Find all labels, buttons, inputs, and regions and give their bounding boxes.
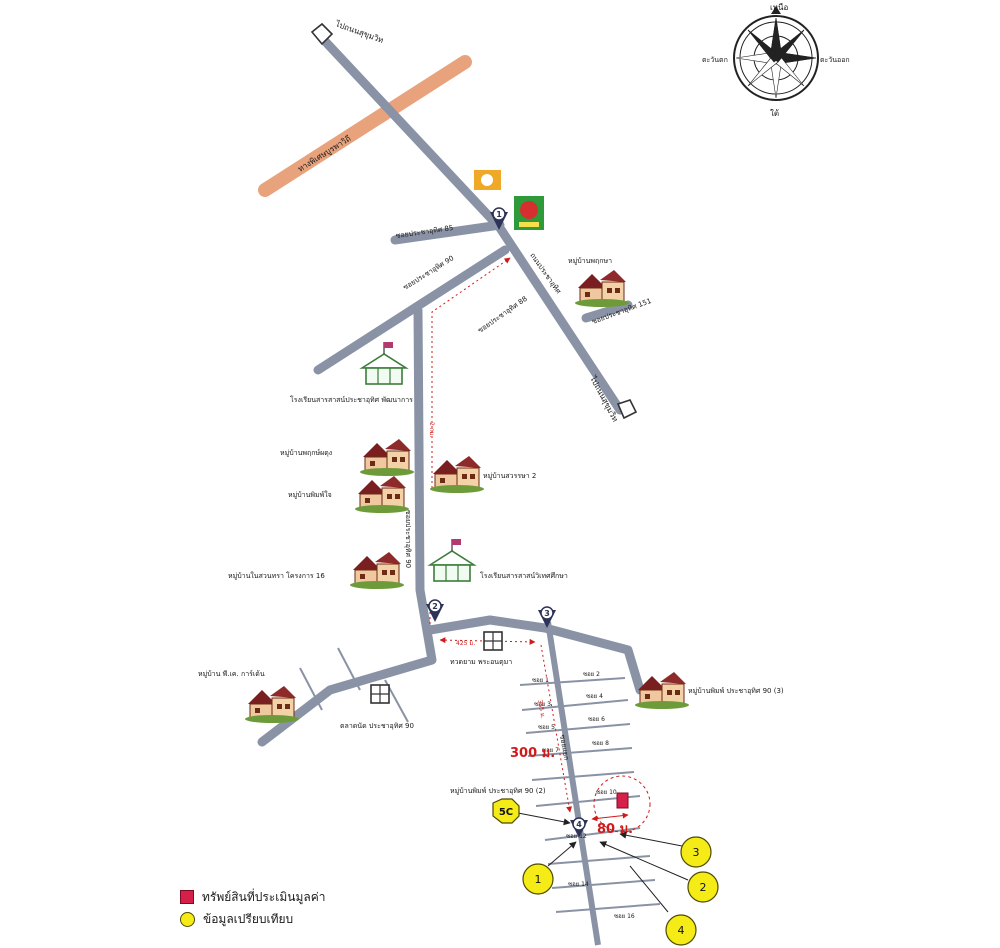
connector-road (425, 615, 645, 695)
comparable-number: 4 (678, 924, 685, 937)
route-marker-number: 1 (496, 210, 502, 219)
village-house-icon (359, 438, 415, 477)
village-label: หมู่บ้านในสวนทรา โครงการ 16 (228, 571, 325, 580)
side-soi-label: ซอย 2 (583, 671, 600, 678)
road-end-arrow-north (310, 22, 334, 46)
village-label: หมู่บ้านพฤกษา (568, 257, 612, 265)
comparable-marker-4: 4 (665, 914, 697, 946)
distance-2km: 2 กม. (428, 422, 435, 437)
side-soi-label: ซอย 12 (566, 833, 587, 840)
compass-north: เหนือ (770, 3, 788, 12)
school-label: โรงเรียนสารสาสน์ประชาอุทิศ พัฒนาการ (290, 395, 413, 404)
compass-south: ใต้ (770, 109, 779, 118)
legend-row-subject: ทรัพย์สินที่ประเมินมูลค่า (180, 886, 420, 908)
side-soi-label: ซอย 4 (586, 693, 603, 700)
legend-row-comparable: ข้อมูลเปรียบเทียบ (180, 908, 420, 930)
school-label: โรงเรียนสารสาสน์วิเทศศึกษา (480, 571, 568, 580)
side-soi-label: ซอย 1 (532, 677, 549, 684)
route-marker-2: 2 (426, 599, 444, 622)
comparable-marker-1: 1 (522, 863, 554, 895)
route-marker-3: 3 (538, 606, 556, 628)
soi-90-vertical-road (257, 305, 437, 747)
village-label: หมู่บ้านสวรรษา 2 (483, 472, 536, 480)
distance-300: 300 ม. (510, 746, 555, 761)
expressway-road (258, 55, 472, 197)
soi-85-road (390, 220, 505, 245)
village-label: หมู่บ้านพิมพ์ใจ (288, 490, 332, 499)
comparable-marker-2: 2 (687, 871, 719, 903)
market-label: ตลาดนัด ประชาอุทิศ 90 (340, 722, 414, 730)
village-label: หมู่บ้านพฤกษ์ผดุง (280, 449, 332, 457)
route-marker-number: 2 (432, 602, 438, 611)
compass-east: ตะวันออก (820, 56, 850, 64)
village-house-icon (354, 475, 410, 514)
legend-subject-label: ทรัพย์สินที่ประเมินมูลค่า (202, 889, 326, 904)
road-end-arrow-east (616, 399, 638, 420)
soi-lower-road (545, 621, 601, 946)
village-house-icon (429, 455, 485, 494)
route-marker-number: 4 (576, 820, 582, 829)
map-legend: ทรัพย์สินที่ประเมินมูลค่า ข้อมูลเปรียบเท… (180, 886, 420, 930)
soi-151-road (581, 300, 633, 323)
route-marker-number: 3 (544, 609, 550, 618)
village-house-icon (634, 671, 690, 710)
north-end-label: ไปถนนสุขุมวิท (333, 19, 384, 45)
comparable-pointers (517, 812, 689, 913)
comparable-number: 1 (535, 873, 542, 886)
village-label: หมู่บ้าน พี.เค. การ์เด้น (198, 670, 265, 678)
compass-west: ตะวันตก (702, 56, 728, 64)
village-house-icon (349, 551, 405, 590)
soi-88-label: ซอยประชาอุทิศ 88 (477, 295, 529, 335)
side-soi-label: ซอย 16 (614, 913, 635, 920)
distance-80: 80 ม. (597, 822, 633, 837)
school-icon (429, 538, 475, 582)
road-network (257, 33, 645, 747)
comparable-swatch-icon (180, 911, 195, 927)
bank-icon (474, 170, 501, 190)
route-marker-4: 4 (570, 817, 588, 838)
temple-label: ทวดยาม พระอนตุมา (450, 658, 512, 666)
village-label: หมู่บ้านพิมพ์ ประชาอุทิศ 90 (3) (688, 687, 784, 695)
soi-90-road (313, 245, 510, 375)
village-label: หมู่บ้านพิมพ์ ประชาอุทิศ 90 (2) (450, 787, 546, 795)
north-arrow-icon (771, 6, 781, 14)
expressway-label: ทางพิเศษบูรพาวิถี (296, 134, 353, 175)
distance-425: 425 ม. (456, 640, 475, 647)
route-marker-1: 1 (490, 207, 508, 230)
comparable-number: 3 (693, 846, 700, 859)
side-soi-label: ซอย 10 (596, 789, 617, 796)
comparable-marker-3: 3 (680, 836, 712, 868)
comparable-5c-marker: 5C (492, 798, 520, 824)
compass-rose-icon (733, 6, 819, 101)
store-icon (514, 196, 544, 230)
village-house-icon (574, 269, 630, 308)
distance-355: 355 ม. (536, 699, 546, 719)
distance-lines (429, 257, 573, 813)
side-soi-label: ซอย 3 (534, 701, 551, 708)
temple-icon (483, 631, 503, 651)
subject-swatch-icon (180, 890, 194, 904)
comparable-number: 5C (499, 807, 513, 818)
side-soi-label: ซอย 8 (592, 740, 609, 747)
market-icon (370, 684, 390, 704)
comparable-number: 2 (700, 881, 707, 894)
side-soi-label: ซอย 7 (542, 747, 559, 754)
main-road-segment (317, 33, 625, 415)
school-icon (361, 341, 407, 385)
side-soi-label: ซอย 6 (588, 716, 605, 723)
side-sois (299, 647, 661, 913)
side-soi-label: ซอย 5 (538, 724, 555, 731)
legend-comparable-label: ข้อมูลเปรียบเทียบ (203, 911, 294, 926)
side-soi-label: ซอย 14 (568, 881, 589, 888)
subject-property (616, 792, 629, 809)
village-house-icon (244, 685, 300, 724)
soi-90-vertical-label: ซอยประชาอุทิศ 90 (404, 510, 412, 568)
